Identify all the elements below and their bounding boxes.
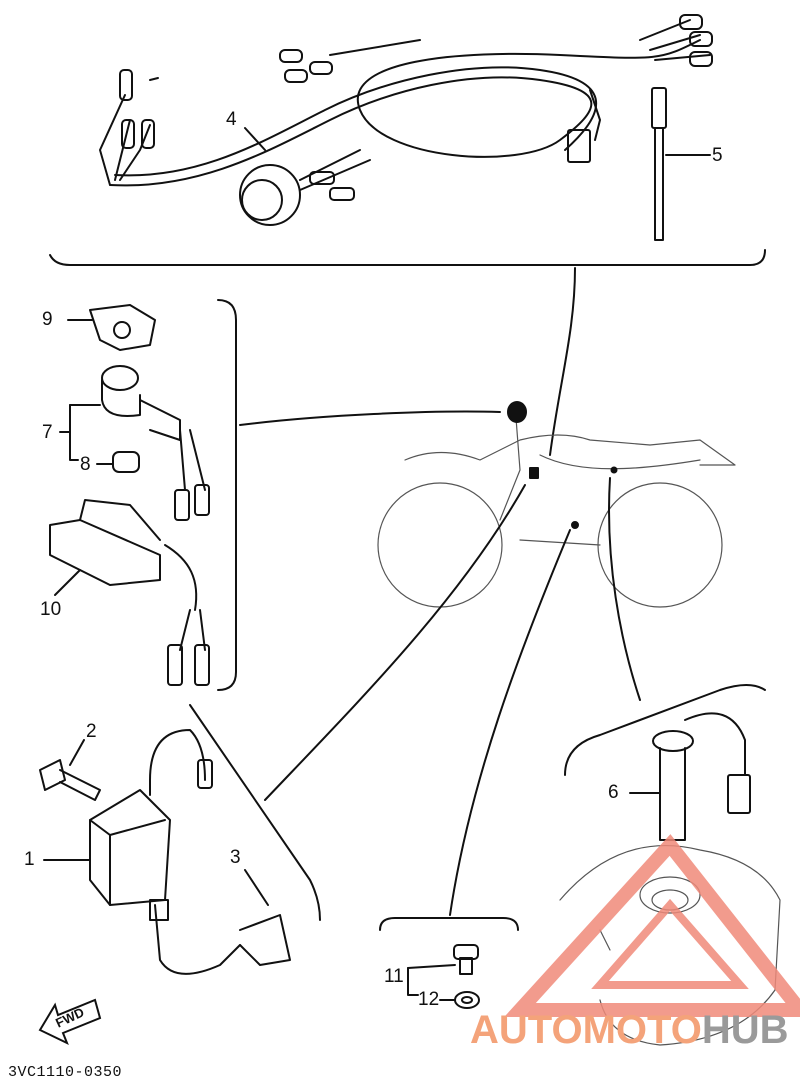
watermark-part2: HUB — [701, 1008, 789, 1052]
callout-2: 2 — [86, 721, 97, 742]
watermark-logo-icon — [504, 834, 800, 1017]
watermark-text: AUTOMOTOHUB — [470, 1008, 789, 1053]
callout-12: 12 — [418, 989, 440, 1010]
callout-11: 11 — [384, 966, 404, 987]
diagram-code: 3VC1110-0350 — [8, 1064, 123, 1081]
cable-tie — [651, 87, 711, 241]
fwd-arrow-icon — [38, 998, 102, 1046]
callout-3: 3 — [230, 847, 241, 868]
watermark-part1: AUTOMOTO — [470, 1008, 702, 1052]
callout-9: 9 — [42, 309, 53, 330]
callout-1: 1 — [24, 849, 35, 870]
callout-4: 4 — [226, 109, 237, 130]
callout-8: 8 — [80, 454, 91, 475]
callout-7: 7 — [42, 422, 53, 443]
callout-10: 10 — [40, 599, 62, 620]
wire-harness — [99, 14, 713, 226]
callout-5: 5 — [712, 145, 723, 166]
callout-6: 6 — [608, 782, 619, 803]
motorcycle-outline — [377, 404, 736, 608]
